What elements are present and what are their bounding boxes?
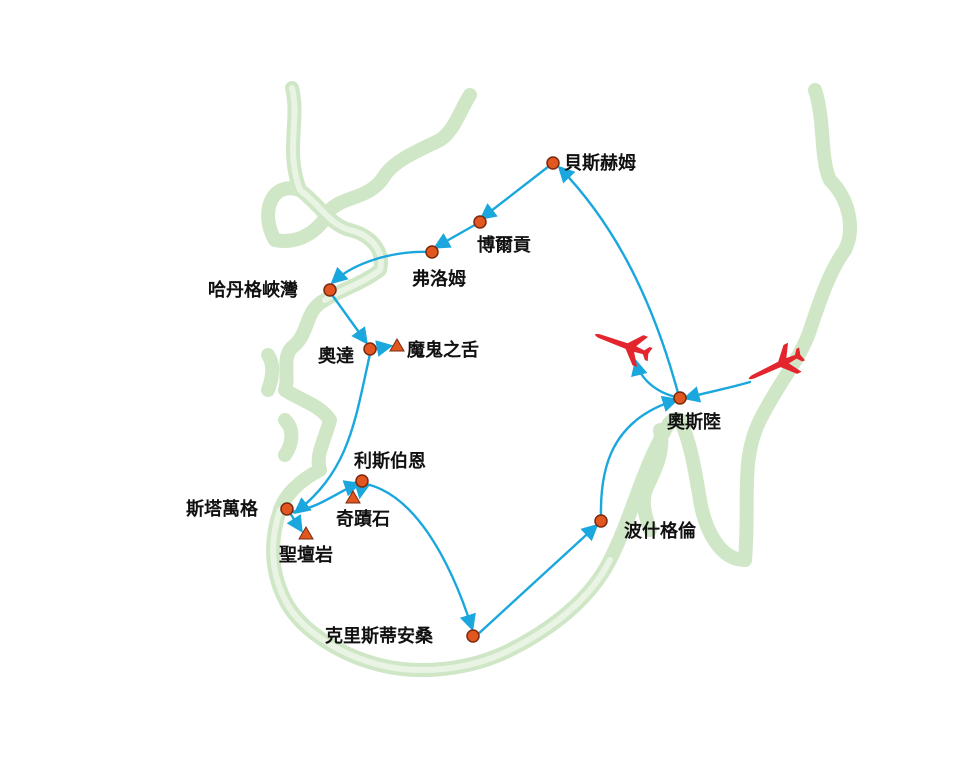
city-markers — [280, 156, 687, 643]
landmark-triangle-icon — [389, 338, 405, 352]
city-dot-icon — [355, 474, 369, 488]
city-label-flam: 弗洛姆 — [412, 268, 466, 290]
city-dot-icon — [323, 283, 337, 297]
city-label-lysebotn: 利斯伯恩 — [354, 450, 426, 472]
city-dot-icon — [594, 514, 608, 528]
city-dot-icon — [546, 156, 560, 170]
city-label-hardanger: 哈丹格峽灣 — [208, 279, 298, 301]
city-label-porsgrunn: 波什格倫 — [624, 520, 697, 542]
landmark-label-trolltunga: 魔鬼之舌 — [407, 339, 479, 361]
city-dot-icon — [473, 215, 487, 229]
landmark-triangle-icon — [298, 526, 314, 540]
landmark-markers — [298, 338, 405, 540]
city-label-oslo: 奧斯陸 — [667, 411, 721, 433]
landmark-triangle-icon — [345, 490, 361, 504]
city-dot-icon — [280, 502, 294, 516]
city-dot-icon — [425, 245, 439, 259]
city-label-kristiansand: 克里斯蒂安桑 — [325, 625, 434, 647]
city-label-stavanger: 斯塔萬格 — [186, 498, 259, 520]
city-label-odda: 奧達 — [318, 345, 354, 367]
city-label-bergen: 貝斯赫姆 — [564, 152, 636, 174]
landmark-label-kjerag: 奇蹟石 — [336, 508, 390, 530]
landmark-labels: 魔鬼之舌 奇蹟石 聖壇岩 — [279, 339, 479, 566]
city-labels: 貝斯赫姆 博爾貢 弗洛姆 哈丹格峽灣 奧達 利斯伯恩 斯塔萬格 克里斯蒂安桑 波… — [186, 152, 721, 647]
city-dot-icon — [363, 342, 377, 356]
city-dot-icon — [673, 391, 687, 405]
airplane-icon — [594, 333, 653, 367]
routes — [286, 161, 752, 638]
landmark-label-preikestolen: 聖壇岩 — [279, 544, 333, 566]
coastline — [261, 81, 857, 677]
city-dot-icon — [466, 629, 480, 643]
city-label-voss: 博爾貢 — [477, 234, 531, 256]
airplane-icon — [748, 342, 806, 380]
